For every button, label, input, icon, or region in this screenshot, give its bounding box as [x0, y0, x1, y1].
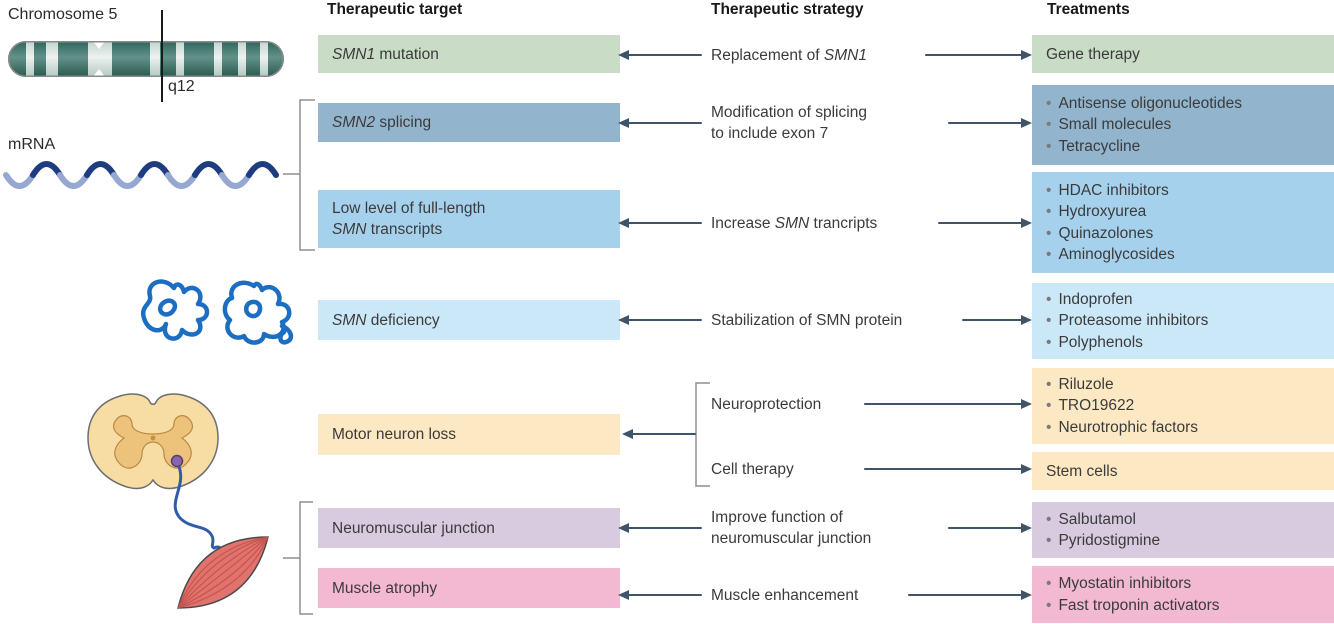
treatment-item: •Riluzole	[1046, 374, 1320, 396]
motor-neuron-soma	[170, 454, 184, 468]
gene-name: SMN	[332, 221, 367, 238]
target-box-muscle-atrophy: Muscle atrophy	[318, 568, 620, 608]
treatment-item: •Pyridostigmine	[1046, 530, 1320, 552]
header-treatments: Treatments	[1047, 1, 1130, 18]
arrow-right-icon	[948, 121, 1022, 125]
gene-name: SMN1	[332, 45, 376, 63]
target-box-low-level-transcripts: Low level of full-length SMN transcripts	[318, 190, 620, 248]
bullet-icon: •	[1046, 333, 1052, 351]
arrow-right-icon	[864, 467, 1022, 471]
header-therapeutic-strategy: Therapeutic strategy	[711, 1, 864, 18]
bracket-motor-neuron-strategies	[695, 382, 710, 487]
bullet-icon: •	[1046, 575, 1052, 592]
treatment-box-neuroprotection-drugs: •Riluzole •TRO19622 •Neurotrophic factor…	[1032, 368, 1334, 444]
target-box-motor-neuron-loss: Motor neuron loss	[318, 414, 620, 455]
spinal-cord-muscle-illustration	[87, 393, 269, 609]
arrow-right-icon	[938, 221, 1022, 225]
strategy-replacement: Replacement of SMN1	[711, 47, 867, 64]
bullet-icon: •	[1046, 532, 1052, 549]
bullet-icon: •	[1046, 137, 1052, 155]
treatment-item: •Antisense oligonucleotides	[1046, 93, 1320, 115]
bullet-icon: •	[1046, 596, 1052, 614]
strategy-modification-splicing: Modification of splicing to include exon…	[711, 104, 867, 142]
arrow-left-icon	[628, 53, 702, 57]
target-box-neuromuscular-junction: Neuromuscular junction	[318, 508, 620, 548]
treatment-item: •Quinazolones	[1046, 223, 1320, 245]
treatment-box-muscle-drugs: •Myostatin inhibitors •Fast troponin act…	[1032, 566, 1334, 623]
treatment-item: •Neurotrophic factors	[1046, 417, 1320, 439]
treatment-item: •Salbutamol	[1046, 509, 1320, 531]
locus-marker-line	[161, 10, 163, 102]
arrow-right-icon	[925, 53, 1022, 57]
mrna-illustration	[3, 161, 279, 189]
arrow-left-icon	[628, 526, 702, 530]
axon	[173, 462, 223, 554]
treatment-box-transcript-drugs: •HDAC inhibitors •Hydroxyurea •Quinazolo…	[1032, 172, 1334, 273]
treatment-box-stabilization-drugs: •Indoprofen •Proteasome inhibitors •Poly…	[1032, 283, 1334, 359]
strategy-neuroprotection: Neuroprotection	[711, 396, 822, 413]
strategy-increase-transcripts: Increase SMN trancripts	[711, 215, 878, 232]
bullet-icon: •	[1046, 375, 1052, 393]
arrow-right-icon	[908, 593, 1022, 597]
strategy-muscle-enhancement: Muscle enhancement	[711, 587, 859, 604]
muscle	[177, 536, 269, 609]
bullet-icon: •	[1046, 418, 1052, 436]
locus-label: q12	[168, 78, 195, 95]
arrow-left-icon	[628, 221, 702, 225]
target-box-smn1-mutation: SMN1 mutation	[318, 35, 620, 73]
gene-name: SMN1	[823, 47, 867, 64]
mrna-label: mRNA	[8, 136, 56, 153]
bracket-mrna-targets	[283, 99, 315, 251]
bullet-icon: •	[1046, 510, 1052, 528]
chromosome-illustration	[8, 41, 284, 77]
arrow-left-icon	[628, 121, 702, 125]
treatment-item: •Proteasome inhibitors	[1046, 310, 1320, 332]
strategy-cell-therapy: Cell therapy	[711, 461, 794, 478]
treatment-item: •Myostatin inhibitors	[1046, 573, 1320, 595]
bullet-icon: •	[1046, 94, 1052, 112]
bullet-icon: •	[1046, 181, 1052, 199]
treatment-item: •TRO19622	[1046, 395, 1320, 417]
arrow-right-icon	[864, 402, 1022, 406]
treatment-item: •Aminoglycosides	[1046, 244, 1320, 266]
treatment-item: •Small molecules	[1046, 114, 1320, 136]
treatment-item: •HDAC inhibitors	[1046, 180, 1320, 202]
treatment-item: •Indoprofen	[1046, 289, 1320, 311]
strategy-improve-nmj: Improve function of neuromuscular juncti…	[711, 509, 872, 547]
treatment-box-nmj-drugs: •Salbutamol •Pyridostigmine	[1032, 502, 1334, 558]
gray-matter-butterfly	[112, 415, 194, 469]
gene-name: SMN	[774, 215, 810, 232]
treatment-box-splicing-drugs: •Antisense oligonucleotides •Small molec…	[1032, 85, 1334, 165]
bullet-icon: •	[1046, 116, 1052, 134]
treatment-item: •Hydroxyurea	[1046, 201, 1320, 223]
header-therapeutic-target: Therapeutic target	[327, 1, 463, 18]
arrow-right-icon	[962, 318, 1022, 322]
bracket-muscle-targets	[283, 501, 313, 615]
arrow-left-icon	[632, 432, 696, 436]
arrow-left-icon	[628, 593, 702, 597]
bullet-icon: •	[1046, 290, 1052, 308]
bullet-icon: •	[1046, 246, 1052, 263]
bullet-icon: •	[1046, 203, 1052, 220]
bullet-icon: •	[1046, 312, 1052, 330]
gene-name: SMN	[332, 311, 367, 329]
bullet-icon: •	[1046, 397, 1052, 415]
chromosome-label: Chromosome 5	[8, 6, 118, 23]
treatment-box-gene-therapy: Gene therapy	[1032, 35, 1334, 73]
treatment-box-stem-cells: Stem cells	[1032, 452, 1334, 490]
treatment-item: •Fast troponin activators	[1046, 595, 1320, 617]
bullet-icon: •	[1046, 224, 1052, 242]
arrow-left-icon	[628, 318, 702, 322]
gene-name: SMN2	[332, 114, 376, 131]
strategy-stabilization: Stabilization of SMN protein	[711, 312, 903, 329]
protein-illustration	[140, 279, 294, 345]
arrow-right-icon	[948, 526, 1022, 530]
target-box-smn2-splicing: SMN2 splicing	[318, 103, 620, 142]
treatment-item: •Tetracycline	[1046, 136, 1320, 158]
treatment-item: •Polyphenols	[1046, 332, 1320, 354]
target-box-smn-deficiency: SMN deficiency	[318, 300, 620, 340]
